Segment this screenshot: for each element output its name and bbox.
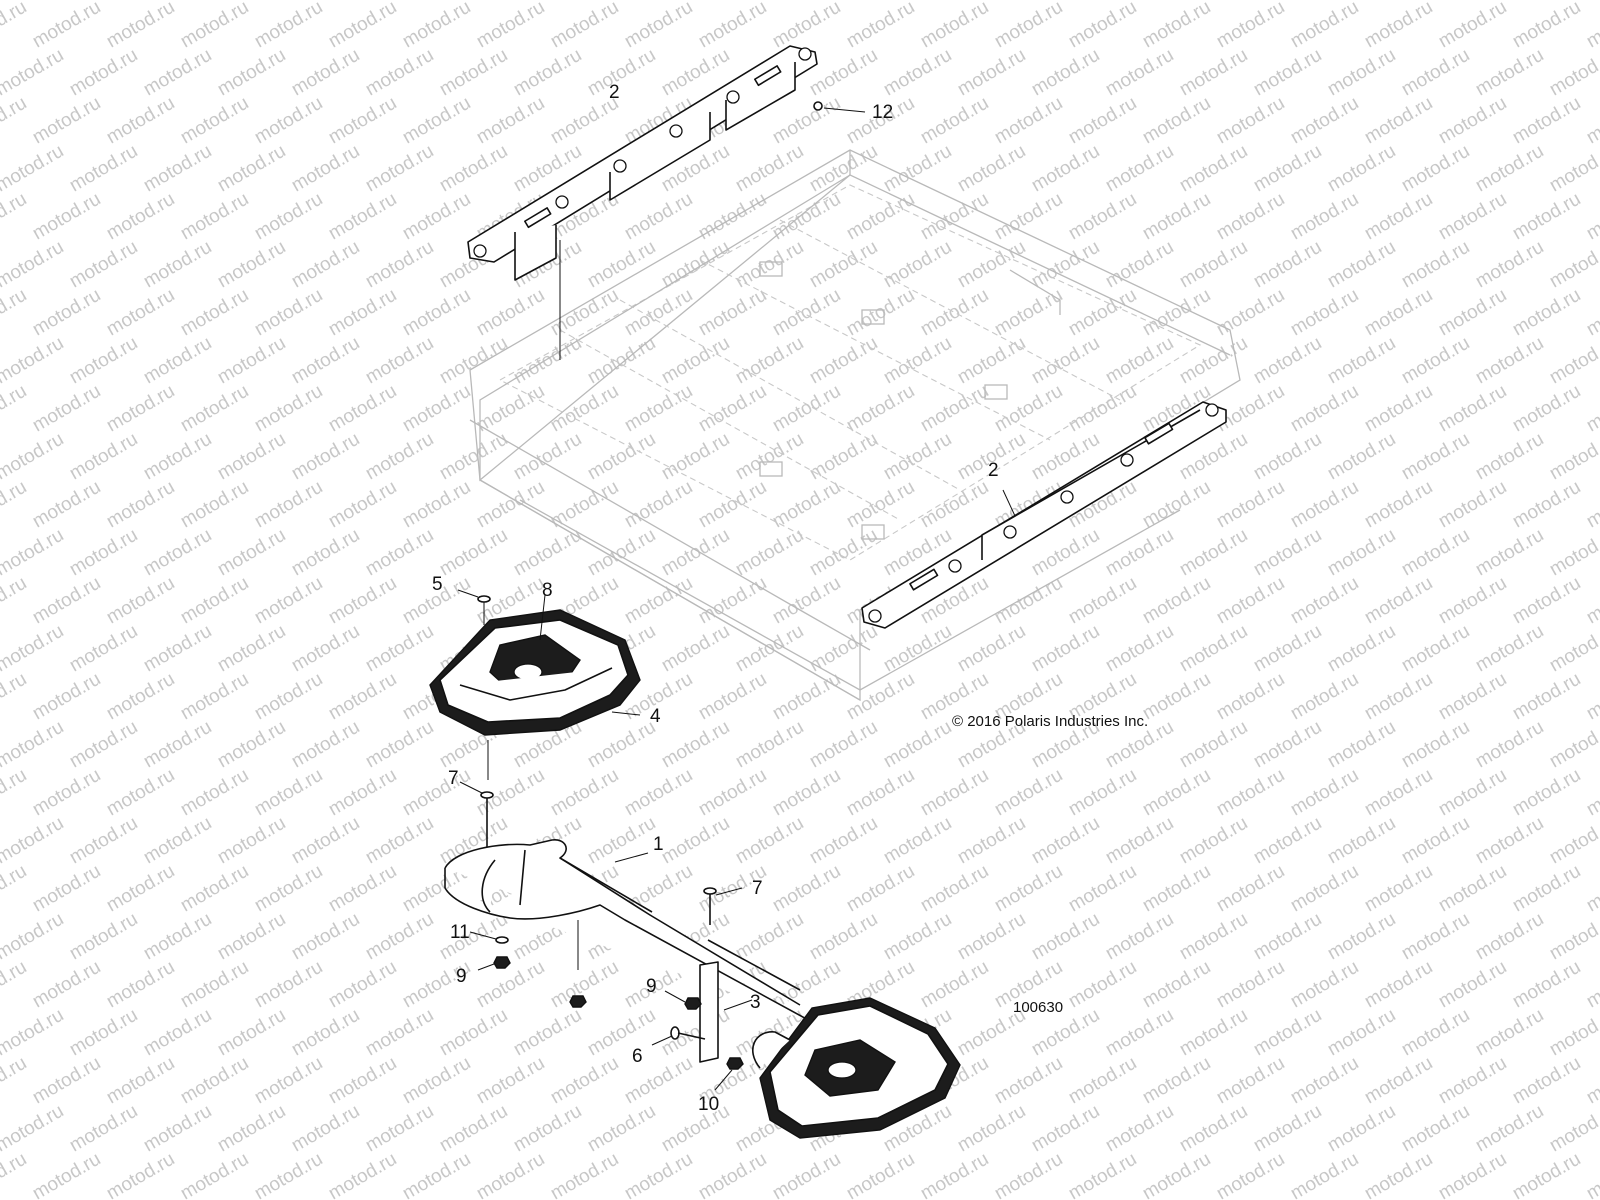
callout-8: 8 [542,580,553,601]
callout-2-right: 2 [988,460,999,481]
vehicle-frame-ghost [469,149,1241,702]
bracket-part-3 [699,961,753,1063]
callout-7-right: 7 [752,878,763,899]
callout-5: 5 [432,574,443,595]
copyright-notice: © 2016 Polaris Industries Inc. [952,713,1148,730]
footrest-pad-right [751,997,961,1139]
callout-3: 3 [750,992,761,1013]
rail-part-2-right [861,401,1227,629]
screw-part-5 [457,589,491,625]
nut-part-9-right [664,990,702,1010]
callout-9-right: 9 [646,976,657,997]
washer-part-11 [469,931,509,944]
callouts: 2 12 2 5 8 4 7 1 7 11 9 9 3 6 10 [432,82,999,1115]
callout-6: 6 [632,1046,643,1067]
callout-12: 12 [872,102,893,123]
callout-7-left: 7 [448,768,459,789]
figure-number: 100630 [1013,999,1063,1016]
callout-4: 4 [650,706,661,727]
nut-part-10 [714,1057,744,1091]
callout-2-top: 2 [609,82,620,103]
callout-1: 1 [653,834,664,855]
rail-part-2-top [467,45,818,360]
callout-11: 11 [450,922,470,943]
fastener-part-12 [813,101,866,113]
nut-part-9-left [477,956,587,1008]
bolt-part-6 [651,1026,706,1046]
footrest-pad-part-4 [429,594,641,780]
bolt-part-7-right [703,887,743,925]
callout-10: 10 [698,1094,719,1115]
callout-9-left: 9 [456,966,467,987]
